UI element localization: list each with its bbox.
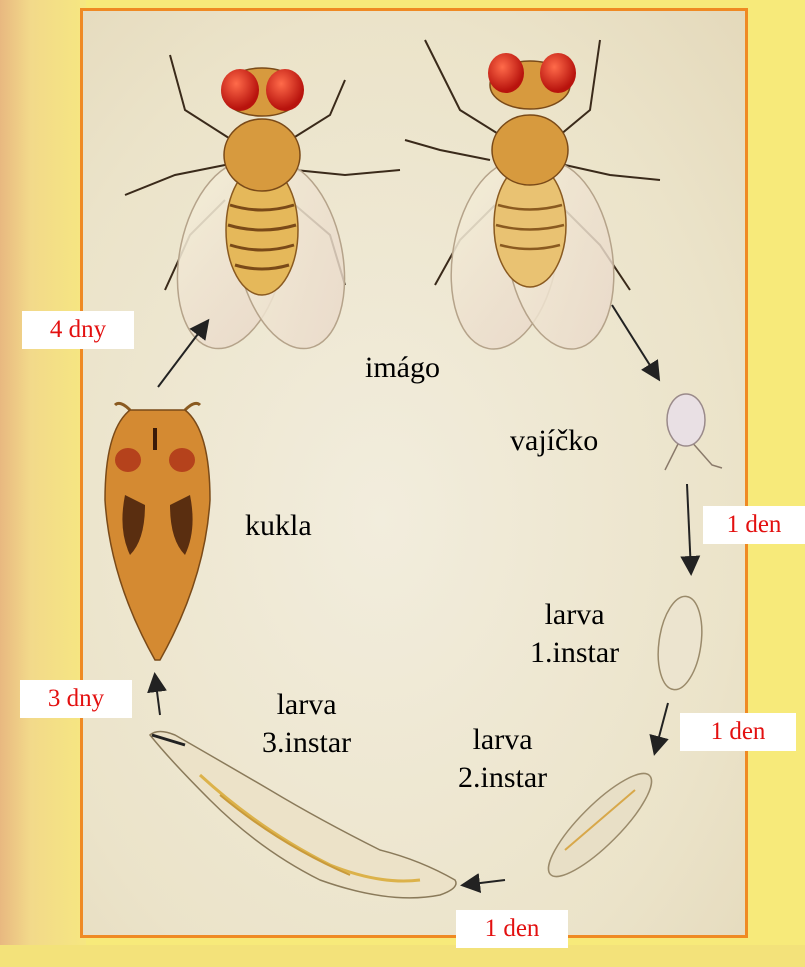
label-larva-3rd-instar-line2: 3.instar — [262, 724, 351, 762]
label-larva-3rd-instar: larva 3.instar — [262, 686, 351, 762]
label-pupa: kukla — [245, 507, 312, 545]
pupa-illustration — [105, 403, 210, 660]
label-larva-2nd-instar: larva 2.instar — [458, 721, 547, 797]
label-larva-3rd-instar-line1: larva — [262, 686, 351, 724]
duration-pupa-to-imago: 4 dny — [22, 311, 134, 349]
egg-illustration — [665, 394, 722, 470]
larva-2nd-instar-illustration — [536, 761, 663, 888]
fly-right-illustration — [405, 40, 660, 358]
larva-1st-instar-illustration — [653, 594, 708, 693]
label-larva-2nd-instar-line2: 2.instar — [458, 759, 547, 797]
duration-larva1-to-larva2: 1 den — [680, 713, 796, 751]
arrow-larva1-to-larva2 — [655, 703, 668, 752]
arrow-imago-to-egg — [612, 305, 658, 378]
label-larva-1st-instar-line1: larva — [530, 596, 619, 634]
arrow-larva2-to-larva3 — [464, 880, 505, 885]
duration-larva2-to-larva3: 1 den — [456, 910, 568, 948]
label-larva-1st-instar: larva 1.instar — [530, 596, 619, 672]
fly-left-illustration — [125, 55, 400, 359]
duration-larva3-to-pupa: 3 dny — [20, 680, 132, 718]
label-larva-2nd-instar-line1: larva — [458, 721, 547, 759]
arrow-pupa-to-imago — [158, 322, 207, 387]
arrow-egg-to-larva1 — [687, 484, 691, 572]
label-larva-1st-instar-line2: 1.instar — [530, 634, 619, 672]
duration-egg-to-larva1: 1 den — [703, 506, 805, 544]
label-imago: imágo — [365, 349, 440, 387]
label-egg: vajíčko — [510, 422, 598, 460]
arrow-larva3-to-pupa — [155, 676, 160, 715]
